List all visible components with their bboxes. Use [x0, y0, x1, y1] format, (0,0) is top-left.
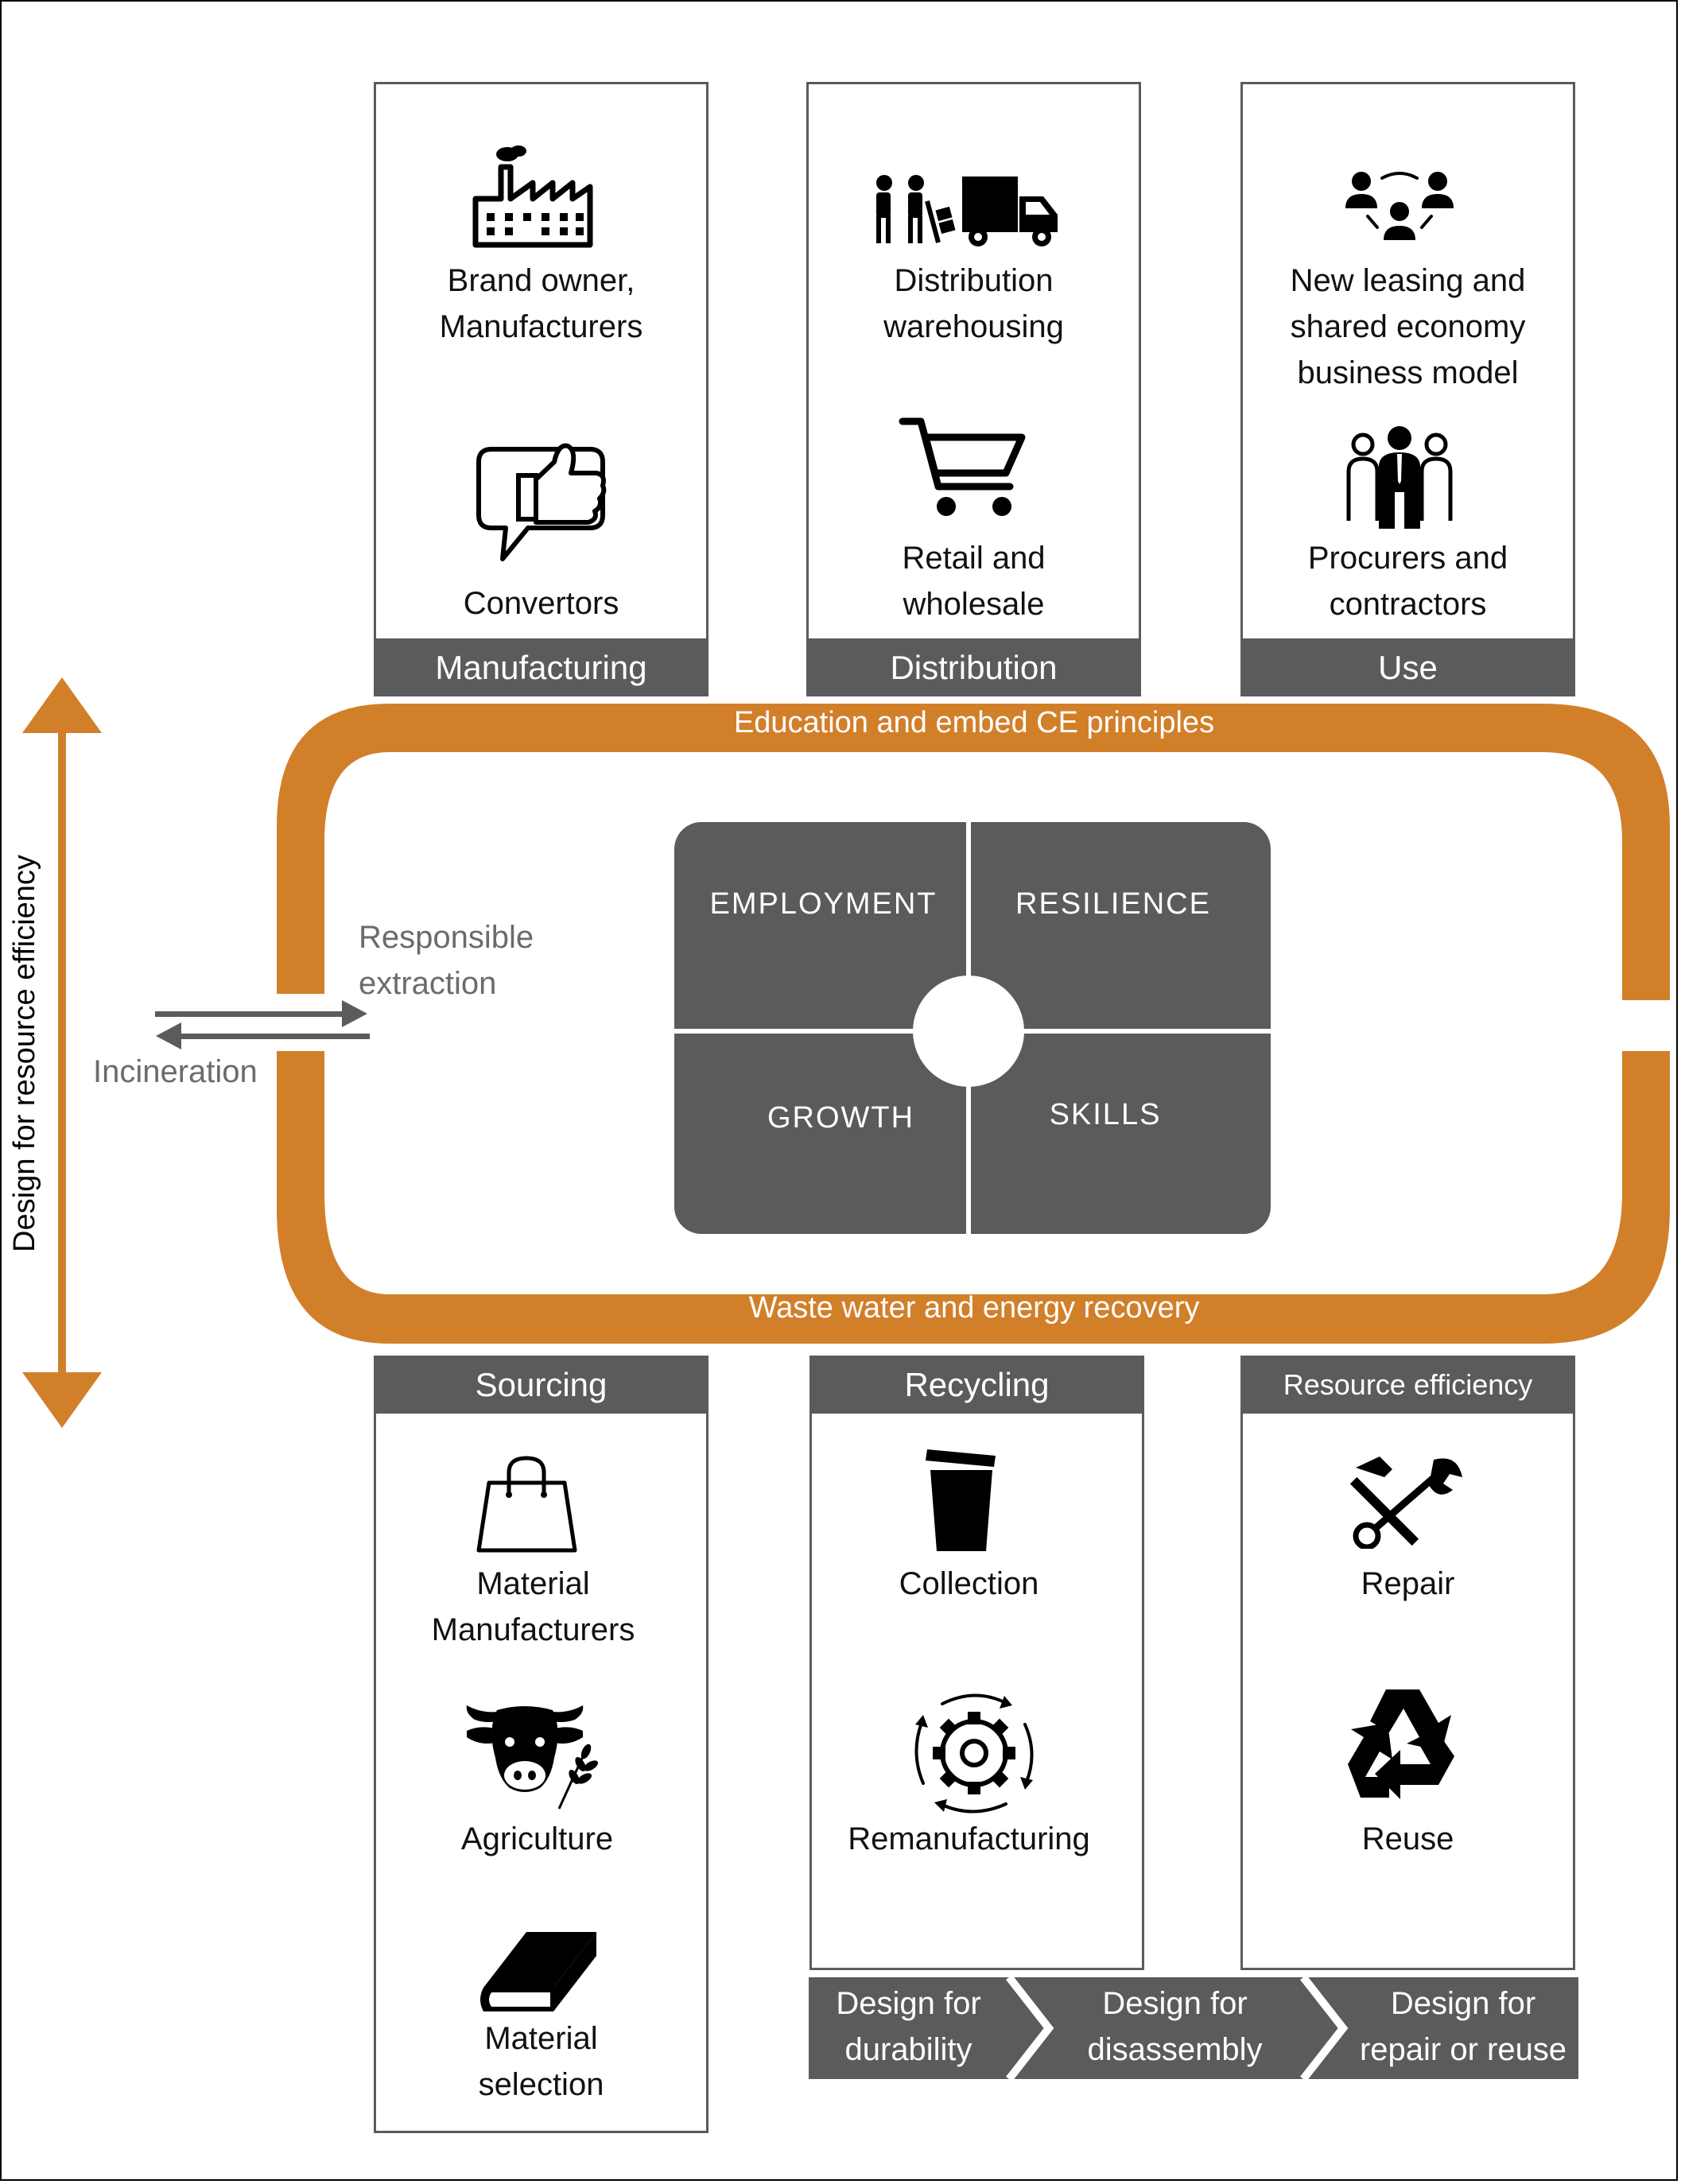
distribution-warehousing-label: Distribution warehousing	[883, 263, 1064, 344]
incineration-label: Incineration	[93, 1054, 258, 1089]
design-resource-efficiency-label: Design for resource efficiency	[8, 855, 41, 1252]
business-people-icon	[1344, 425, 1455, 533]
waste-water-energy-label: Waste water and energy recovery	[748, 1291, 1200, 1325]
employment-label: EMPLOYMENT	[709, 887, 938, 921]
exchange-arrows	[155, 1000, 370, 1049]
collection-label: Collection	[899, 1566, 1039, 1601]
design-steps-bar	[809, 1977, 1578, 2079]
resource-efficiency-panel	[1240, 1356, 1575, 1970]
shopping-cart-icon	[899, 413, 1030, 521]
distribution-bar: Distribution	[806, 638, 1141, 696]
hammer-wrench-icon	[1348, 1453, 1467, 1549]
sourcing-bar: Sourcing	[374, 1356, 709, 1414]
gear-cycle-icon	[910, 1689, 1038, 1817]
growth-label: GROWTH	[767, 1101, 915, 1135]
material-selection-label: Material selection	[478, 2021, 604, 2102]
reuse-label: Reuse	[1361, 1821, 1454, 1856]
thumbs-up-speech-icon	[471, 440, 610, 571]
people-network-icon	[1344, 167, 1455, 242]
center-quadrants	[674, 822, 1271, 1234]
brand-owner-label: Brand owner, Manufacturers	[439, 263, 643, 344]
use-bar: Use	[1240, 638, 1575, 696]
resource-efficiency-bar: Resource efficiency	[1240, 1356, 1575, 1414]
vertical-double-arrow	[22, 677, 102, 1428]
education-ce-principles-label: Education and embed CE principles	[733, 706, 1215, 739]
design-disassembly-label: Design for disassembly	[1087, 1986, 1263, 2067]
convertors-label: Convertors	[463, 586, 619, 621]
use-panel	[1240, 82, 1575, 696]
recycling-bar: Recycling	[809, 1356, 1144, 1414]
material-manufacturers-label: Material Manufacturers	[431, 1566, 635, 1647]
design-repair-reuse-label: Design for repair or reuse	[1359, 1986, 1567, 2067]
resilience-label: RESILIENCE	[1015, 887, 1211, 921]
cow-wheat-icon	[465, 1689, 604, 1817]
retail-wholesale-label: Retail and wholesale	[902, 541, 1046, 622]
leasing-shared-economy-label: New leasing and shared economy business …	[1290, 263, 1526, 390]
repair-label: Repair	[1361, 1566, 1455, 1601]
recycle-icon	[1340, 1682, 1467, 1801]
shopping-bag-icon	[473, 1455, 580, 1554]
workers-truck-icon	[867, 169, 1066, 248]
responsible-extraction-label: Responsible extraction	[359, 920, 534, 1001]
trash-bin-icon	[922, 1443, 1002, 1554]
manufacturing-bar: Manufacturing	[374, 638, 709, 696]
factory-icon	[469, 143, 596, 250]
skills-label: SKILLS	[1049, 1098, 1162, 1131]
agriculture-label: Agriculture	[460, 1821, 614, 1856]
procurers-contractors-label: Procurers and contractors	[1307, 541, 1508, 622]
book-icon	[477, 1924, 600, 2015]
remanufacturing-label: Remanufacturing	[848, 1821, 1090, 1856]
orange-loop	[277, 704, 1670, 1344]
design-durability-label: Design for durability	[836, 1986, 981, 2067]
